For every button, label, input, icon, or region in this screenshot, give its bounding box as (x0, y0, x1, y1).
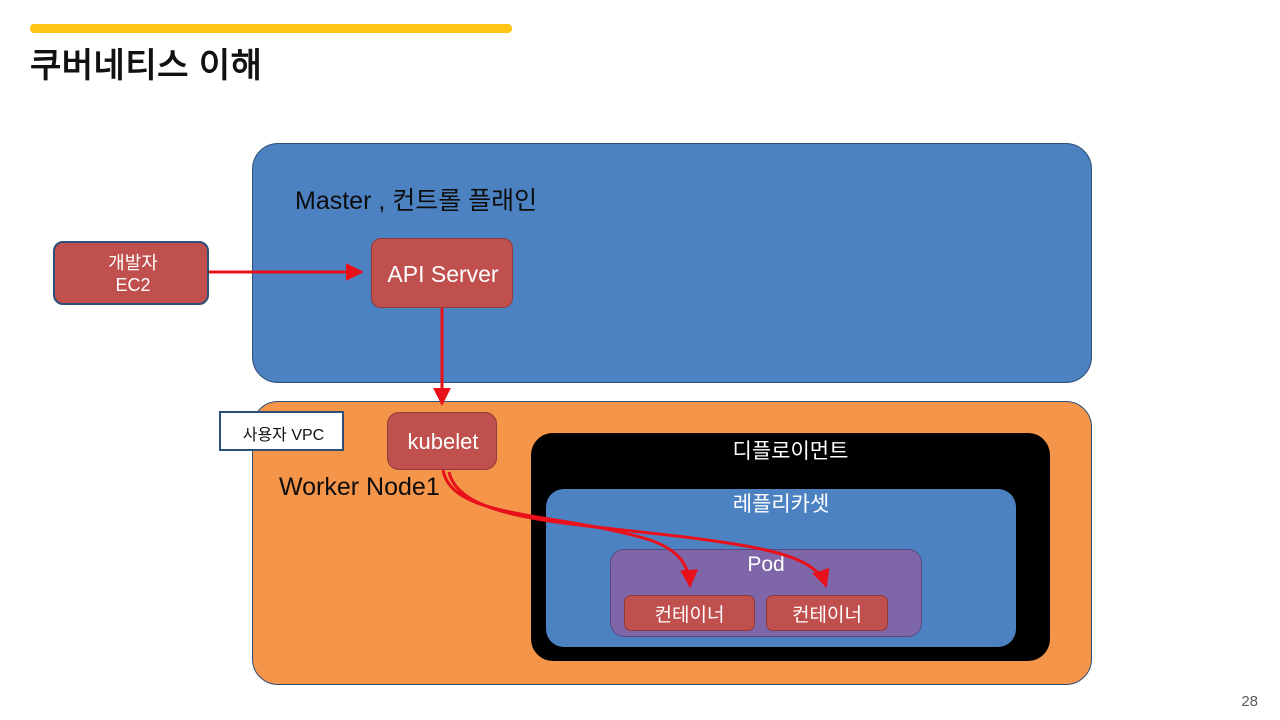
container-box-1[interactable]: 컨테이너 (624, 595, 755, 631)
replicaset-label: 레플리카셋 (732, 493, 830, 516)
vpc-tag-box: 사용자 VPC (219, 411, 344, 451)
worker-node-label: Worker Node1 (279, 473, 440, 501)
page-number: 28 (1241, 693, 1258, 710)
developer-ec2-line2: EC2 (115, 275, 151, 295)
page-title: 쿠버네티스 이해 (30, 47, 263, 85)
deployment-label: 디플로이먼트 (732, 440, 849, 463)
container-box-2[interactable]: 컨테이너 (766, 595, 888, 631)
developer-ec2-box[interactable]: 개발자 EC2 (53, 241, 209, 305)
kubelet-box[interactable]: kubelet (387, 412, 497, 470)
kubelet-label: kubelet (407, 429, 479, 454)
pod-label: Pod (747, 553, 785, 576)
developer-ec2-label: 개발자 EC2 (55, 243, 211, 307)
api-server-box[interactable]: API Server (371, 238, 513, 308)
master-control-plane-label: Master , 컨트롤 플래인 (295, 187, 538, 215)
vpc-tag-label: 사용자 VPC (242, 427, 325, 444)
developer-ec2-line1: 개발자 (108, 253, 158, 274)
api-server-label: API Server (387, 260, 499, 287)
title-accent-bar (30, 24, 512, 33)
